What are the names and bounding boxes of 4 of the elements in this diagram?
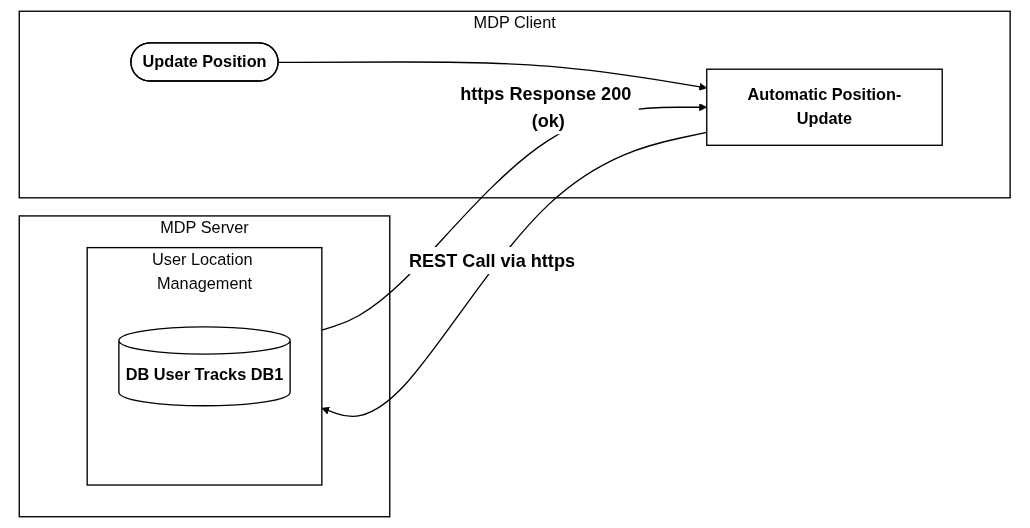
edge-label: https Response 200 (ok) <box>460 83 632 131</box>
edge-label: REST Call via https <box>409 250 576 271</box>
node-box: Automatic Position-Update <box>706 68 944 146</box>
arrow <box>278 61 708 91</box>
